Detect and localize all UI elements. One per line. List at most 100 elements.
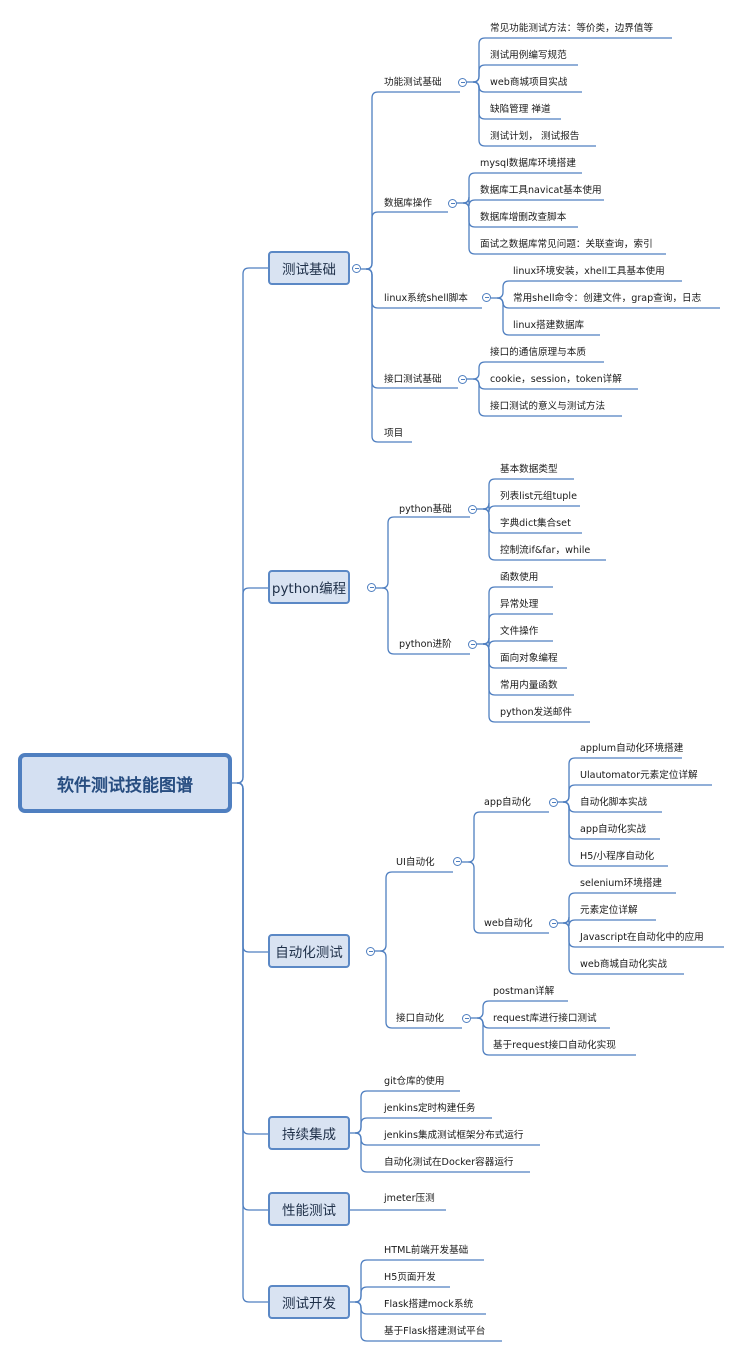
leaf-item[interactable]: request库进行接口测试 xyxy=(493,1013,597,1024)
leaf-item[interactable]: Ulautomator元素定位详解 xyxy=(580,770,698,781)
collapse-toggle-icon[interactable] xyxy=(453,857,462,866)
group-api-automation[interactable]: 接口自动化 xyxy=(396,1013,444,1024)
leaf-item[interactable]: linux环境安装，xhell工具基本使用 xyxy=(513,266,665,277)
connector-line xyxy=(365,91,460,270)
leaf-item[interactable]: 数据库增删改查脚本 xyxy=(480,212,567,223)
leaf-item[interactable]: app自动化实战 xyxy=(580,824,647,835)
leaf-item[interactable]: 控制流if&far，while xyxy=(500,545,591,556)
leaf-item[interactable]: 接口的通信原理与本质 xyxy=(490,347,586,358)
leaf-item[interactable]: 面向对象编程 xyxy=(500,653,558,664)
leaf-item[interactable]: 基于request接口自动化实现 xyxy=(493,1040,616,1051)
branch-performance[interactable]: 性能测试 xyxy=(268,1192,350,1226)
collapse-toggle-icon[interactable] xyxy=(352,264,361,273)
leaf-item[interactable]: 列表list元组tuple xyxy=(500,491,577,502)
branch-ci[interactable]: 持续集成 xyxy=(268,1116,350,1150)
leaf-item[interactable]: 测试计划， 测试报告 xyxy=(490,131,580,142)
leaf-item[interactable]: 面试之数据库常见问题：关联查询，索引 xyxy=(480,239,653,250)
group-linux-shell[interactable]: linux系统shell脚本 xyxy=(384,293,468,304)
leaf-item[interactable]: 基本数据类型 xyxy=(500,464,558,475)
leaf-item[interactable]: selenium环境搭建 xyxy=(580,878,663,889)
leaf-item[interactable]: 测试用例编写规范 xyxy=(490,50,567,61)
connector-line xyxy=(365,211,448,270)
subgroup-web-automation[interactable]: web自动化 xyxy=(484,918,533,929)
connector-line xyxy=(562,801,668,867)
leaf-item[interactable]: 函数使用 xyxy=(500,572,539,583)
leaf-item[interactable]: Flask搭建mock系统 xyxy=(384,1299,474,1310)
subgroup-app-automation[interactable]: app自动化 xyxy=(484,797,531,808)
connector-line xyxy=(472,361,604,380)
group-database[interactable]: 数据库操作 xyxy=(384,198,432,209)
group-api-basics[interactable]: 接口测试基础 xyxy=(384,374,442,385)
leaf-item[interactable]: git仓库的使用 xyxy=(384,1076,445,1087)
connector-line xyxy=(562,922,684,975)
connector-line xyxy=(482,502,580,513)
leaf-item[interactable]: H5页面开发 xyxy=(384,1272,436,1283)
leaf-item[interactable]: jenkins集成测试框架分布式运行 xyxy=(384,1130,524,1141)
leaf-item[interactable]: 接口测试的意义与测试方法 xyxy=(490,401,606,412)
branch-test-dev[interactable]: 测试开发 xyxy=(268,1285,350,1319)
branch-automation[interactable]: 自动化测试 xyxy=(268,934,350,968)
group-functional-basics[interactable]: 功能测试基础 xyxy=(384,77,442,88)
connector-line xyxy=(381,516,470,589)
leaf-item[interactable]: postman详解 xyxy=(493,986,555,997)
leaf-item[interactable]: applum自动化环境搭建 xyxy=(580,743,684,754)
leaf-item[interactable]: cookie，session，token详解 xyxy=(490,374,622,385)
leaf-item[interactable]: 字典dict集合set xyxy=(500,518,571,529)
collapse-toggle-icon[interactable] xyxy=(549,798,558,807)
connector-line xyxy=(236,782,268,1303)
leaf-item[interactable]: 基于Flask搭建测试平台 xyxy=(384,1326,486,1337)
leaf-item[interactable]: 自动化脚本实战 xyxy=(580,797,648,808)
leaf-item[interactable]: linux搭建数据库 xyxy=(513,320,585,331)
leaf-item[interactable]: web商城自动化实战 xyxy=(580,959,667,970)
group-python-basics[interactable]: python基础 xyxy=(399,504,452,515)
leaf-item[interactable]: 常用内量函数 xyxy=(500,680,558,691)
connector-line xyxy=(381,587,470,655)
leaf-item[interactable]: 缺陷管理 禅道 xyxy=(490,104,551,115)
leaf-item[interactable]: 常用shell命令：创建文件，grap查询，日志 xyxy=(513,293,702,304)
branch-python[interactable]: python编程 xyxy=(268,570,350,604)
leaf-item[interactable]: mysql数据库环境搭建 xyxy=(480,158,576,169)
leaf-item[interactable]: jmeter压测 xyxy=(384,1193,435,1204)
group-ui-automation[interactable]: UI自动化 xyxy=(396,857,435,868)
leaf-item[interactable]: 元素定位详解 xyxy=(580,905,638,916)
connector-line xyxy=(365,268,412,443)
leaf-item[interactable]: 自动化测试在Docker容器运行 xyxy=(384,1157,514,1168)
leaf-item[interactable]: python发送邮件 xyxy=(500,707,572,718)
collapse-toggle-icon[interactable] xyxy=(458,375,467,384)
collapse-toggle-icon[interactable] xyxy=(549,919,558,928)
connector-line xyxy=(354,1132,530,1173)
collapse-toggle-icon[interactable] xyxy=(367,583,376,592)
leaf-item[interactable]: 数据库工具navicat基本使用 xyxy=(480,185,602,196)
collapse-toggle-icon[interactable] xyxy=(458,78,467,87)
root-node[interactable]: 软件测试技能图谱 xyxy=(18,753,232,813)
connector-line xyxy=(467,861,549,934)
leaf-item[interactable]: 常见功能测试方法：等价类，边界值等 xyxy=(490,23,654,34)
connector-line xyxy=(236,782,268,953)
leaf-item[interactable]: jenkins定时构建任务 xyxy=(384,1103,476,1114)
leaf-item[interactable]: Javascript在自动化中的应用 xyxy=(580,932,704,943)
connector-line xyxy=(354,1117,492,1134)
leaf-item[interactable]: HTML前端开发基础 xyxy=(384,1245,469,1256)
group-project[interactable]: 项目 xyxy=(384,428,404,439)
collapse-toggle-icon[interactable] xyxy=(468,505,477,514)
connector-line xyxy=(562,916,656,927)
collapse-toggle-icon[interactable] xyxy=(448,199,457,208)
collapse-toggle-icon[interactable] xyxy=(468,640,477,649)
collapse-toggle-icon[interactable] xyxy=(366,947,375,956)
connector-line xyxy=(496,280,682,299)
collapse-toggle-icon[interactable] xyxy=(462,1014,471,1023)
connector-line xyxy=(354,1286,450,1303)
leaf-item[interactable]: 异常处理 xyxy=(500,599,539,610)
connector-line xyxy=(496,297,600,336)
connector-line xyxy=(365,268,458,389)
collapse-toggle-icon[interactable] xyxy=(482,293,491,302)
leaf-item[interactable]: 文件操作 xyxy=(500,626,539,637)
branch-ceshi-jichu[interactable]: 测试基础 xyxy=(268,251,350,285)
leaf-item[interactable]: H5/小程序自动化 xyxy=(580,851,655,862)
group-python-advanced[interactable]: python进阶 xyxy=(399,639,452,650)
connector-line xyxy=(236,267,268,784)
connector-line xyxy=(472,64,578,83)
leaf-item[interactable]: web商城项目实战 xyxy=(490,77,568,88)
connector-line xyxy=(472,378,622,417)
